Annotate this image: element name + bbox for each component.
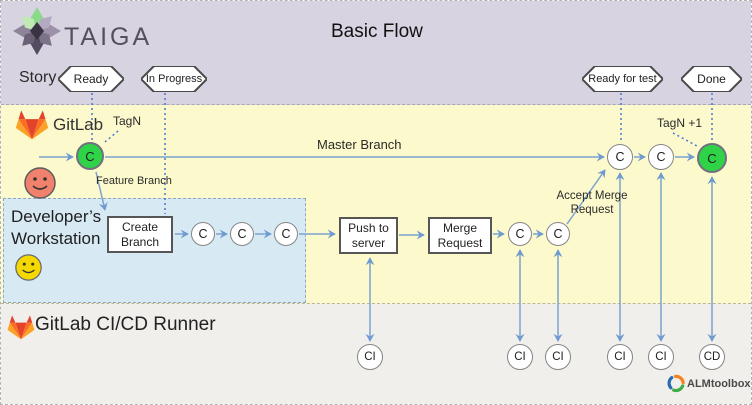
red-smiley-icon xyxy=(24,167,56,199)
commit-node: C xyxy=(508,222,532,246)
create-branch-box: Create Branch xyxy=(107,216,173,253)
story-label: Story xyxy=(19,69,57,86)
ci-node: CI xyxy=(648,344,674,370)
tag-n-plus-1-label: TagN +1 xyxy=(657,116,703,130)
story-state-label: Ready for test xyxy=(588,73,657,85)
workstation-label: Developer’s Workstation xyxy=(11,207,102,249)
story-state-ready-for-test: Ready for test xyxy=(582,66,663,92)
ci-node: CI xyxy=(545,344,571,370)
almtoolbox-logo-icon xyxy=(667,374,685,393)
taiga-logo-icon xyxy=(13,7,61,55)
commit-node: C xyxy=(191,222,215,246)
commit-node: C xyxy=(648,144,674,170)
story-state-done: Done xyxy=(681,66,742,92)
ci-node: CI xyxy=(357,344,383,370)
taiga-wordmark: TAIGA xyxy=(64,23,153,51)
gitlab-runner-logo-icon xyxy=(7,315,35,340)
story-state-label: Ready xyxy=(73,72,109,86)
page-title: Basic Flow xyxy=(331,21,423,42)
yellow-smiley-icon xyxy=(15,254,42,281)
merge-request-box: Merge Request xyxy=(428,217,492,254)
gitlab-label: GitLab xyxy=(53,115,104,134)
almtoolbox-wordmark: ALMtoolbox xyxy=(687,378,751,390)
ci-node: CI xyxy=(507,344,533,370)
ci-node: CI xyxy=(607,344,633,370)
commit-node: C xyxy=(607,144,633,170)
runner-label: GitLab CI/CD Runner xyxy=(35,314,216,335)
gitlab-logo-icon xyxy=(15,110,49,140)
story-state-ready: Ready xyxy=(58,66,124,92)
story-state-label: In Progress xyxy=(145,73,203,85)
commit-node: C xyxy=(274,222,298,246)
story-state-in-progress: In Progress xyxy=(141,66,207,92)
commit-node-tagn1: C xyxy=(697,143,727,173)
master-branch-label: Master Branch xyxy=(317,137,402,152)
commit-node-tagn: C xyxy=(76,142,104,170)
feature-branch-label: Feature Branch xyxy=(96,175,172,187)
story-state-label: Done xyxy=(697,72,726,86)
cd-node: CD xyxy=(699,344,725,370)
commit-node: C xyxy=(546,222,570,246)
tag-n-label: TagN xyxy=(113,114,142,128)
accept-merge-request-label: Accept Merge Request xyxy=(556,190,628,217)
commit-node: C xyxy=(230,222,254,246)
push-to-server-box: Push to server xyxy=(339,217,398,254)
